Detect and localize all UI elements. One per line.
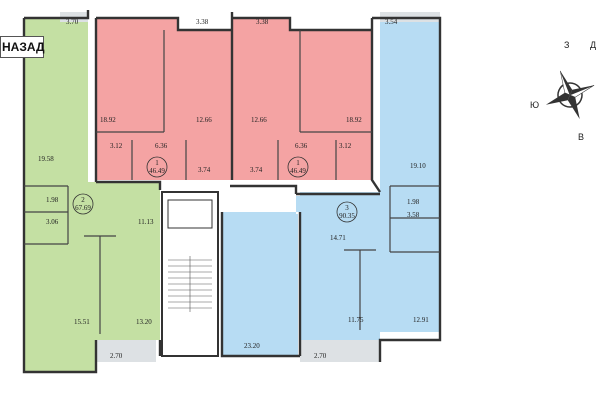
compass-letter-east-top: Д — [590, 40, 596, 50]
room-area-label: 14.71 — [330, 234, 346, 242]
room-area-label: 3.12 — [110, 142, 123, 150]
room-area-label: 1.98 — [46, 196, 59, 204]
room-area-label: 3.58 — [407, 211, 420, 219]
compass-rose: З Д Ю В — [530, 40, 596, 140]
back-button[interactable]: НАЗАД — [0, 36, 45, 58]
room-area-label: 3.38 — [196, 18, 209, 26]
apartment-3-hall — [300, 192, 440, 332]
apartment-3-area-value: 90.35 — [339, 212, 355, 220]
room-area-label: 1.98 — [407, 198, 420, 206]
room-labels: 3.70 3.38 3.38 3.54 18.92 12.66 12.66 18… — [38, 18, 429, 360]
room-area-label: 3.74 — [198, 166, 211, 174]
room-area-label: 18.92 — [100, 116, 116, 124]
room-area-label: 18.92 — [346, 116, 362, 124]
apartment-1-left-marker — [146, 156, 168, 178]
compass-letter-west: В — [578, 132, 584, 140]
room-area-label: 3.54 — [385, 18, 398, 26]
compass-star-icon — [545, 70, 595, 120]
room-area-label: 11.75 — [348, 316, 364, 324]
apartment-3-marker — [336, 201, 358, 223]
room-area-label: 6.36 — [295, 142, 308, 150]
apartment-1-left-number: 1 — [155, 159, 159, 167]
apartment-1-right-area-value: 46.49 — [290, 167, 306, 175]
room-area-label: 2.70 — [314, 352, 327, 360]
apartment-1-left-area-value: 46.49 — [149, 167, 165, 175]
walls — [22, 10, 442, 374]
room-area-label: 13.20 — [136, 318, 152, 326]
apartment-2-area[interactable] — [24, 18, 160, 372]
compass-letter-west-top: З — [564, 40, 569, 50]
room-area-label: 3.06 — [46, 218, 59, 226]
room-area-label: 15.51 — [74, 318, 90, 326]
apartment-2-marker — [72, 193, 94, 215]
room-area-label: 19.58 — [38, 155, 54, 163]
apartment-1-right-marker — [287, 156, 309, 178]
apartment-2-area-value: 67.69 — [75, 204, 91, 212]
room-area-label: 12.66 — [196, 116, 212, 124]
balcony-bottom-right — [300, 340, 380, 362]
apartment-1-right-number: 1 — [296, 159, 300, 167]
interior-walls — [24, 30, 440, 334]
elevator-shaft — [167, 199, 213, 229]
room-area-label: 12.66 — [251, 116, 267, 124]
room-area-label: 6.36 — [155, 142, 168, 150]
room-area-label: 23.20 — [244, 342, 260, 350]
room-area-label: 11.13 — [138, 218, 154, 226]
room-area-label: 3.70 — [66, 18, 79, 26]
room-area-label: 3.38 — [256, 18, 269, 26]
apartment-3-room-left — [222, 214, 298, 356]
apartment-labels: 1 46.49 1 46.49 2 67.69 3 90.35 — [72, 156, 358, 223]
room-area-label: 12.91 — [413, 316, 429, 324]
room-area-label: 3.12 — [339, 142, 352, 150]
apartment-3-number: 3 — [345, 204, 349, 212]
apartment-1-right-area[interactable] — [232, 18, 372, 180]
apartment-2-number: 2 — [81, 196, 85, 204]
room-area-label: 3.74 — [250, 166, 263, 174]
room-area-label: 2.70 — [110, 352, 123, 360]
stairs — [168, 256, 212, 312]
balcony-bottom-left — [96, 340, 156, 362]
compass-letter-south: Ю — [530, 100, 539, 110]
room-area-label: 19.10 — [410, 162, 426, 170]
